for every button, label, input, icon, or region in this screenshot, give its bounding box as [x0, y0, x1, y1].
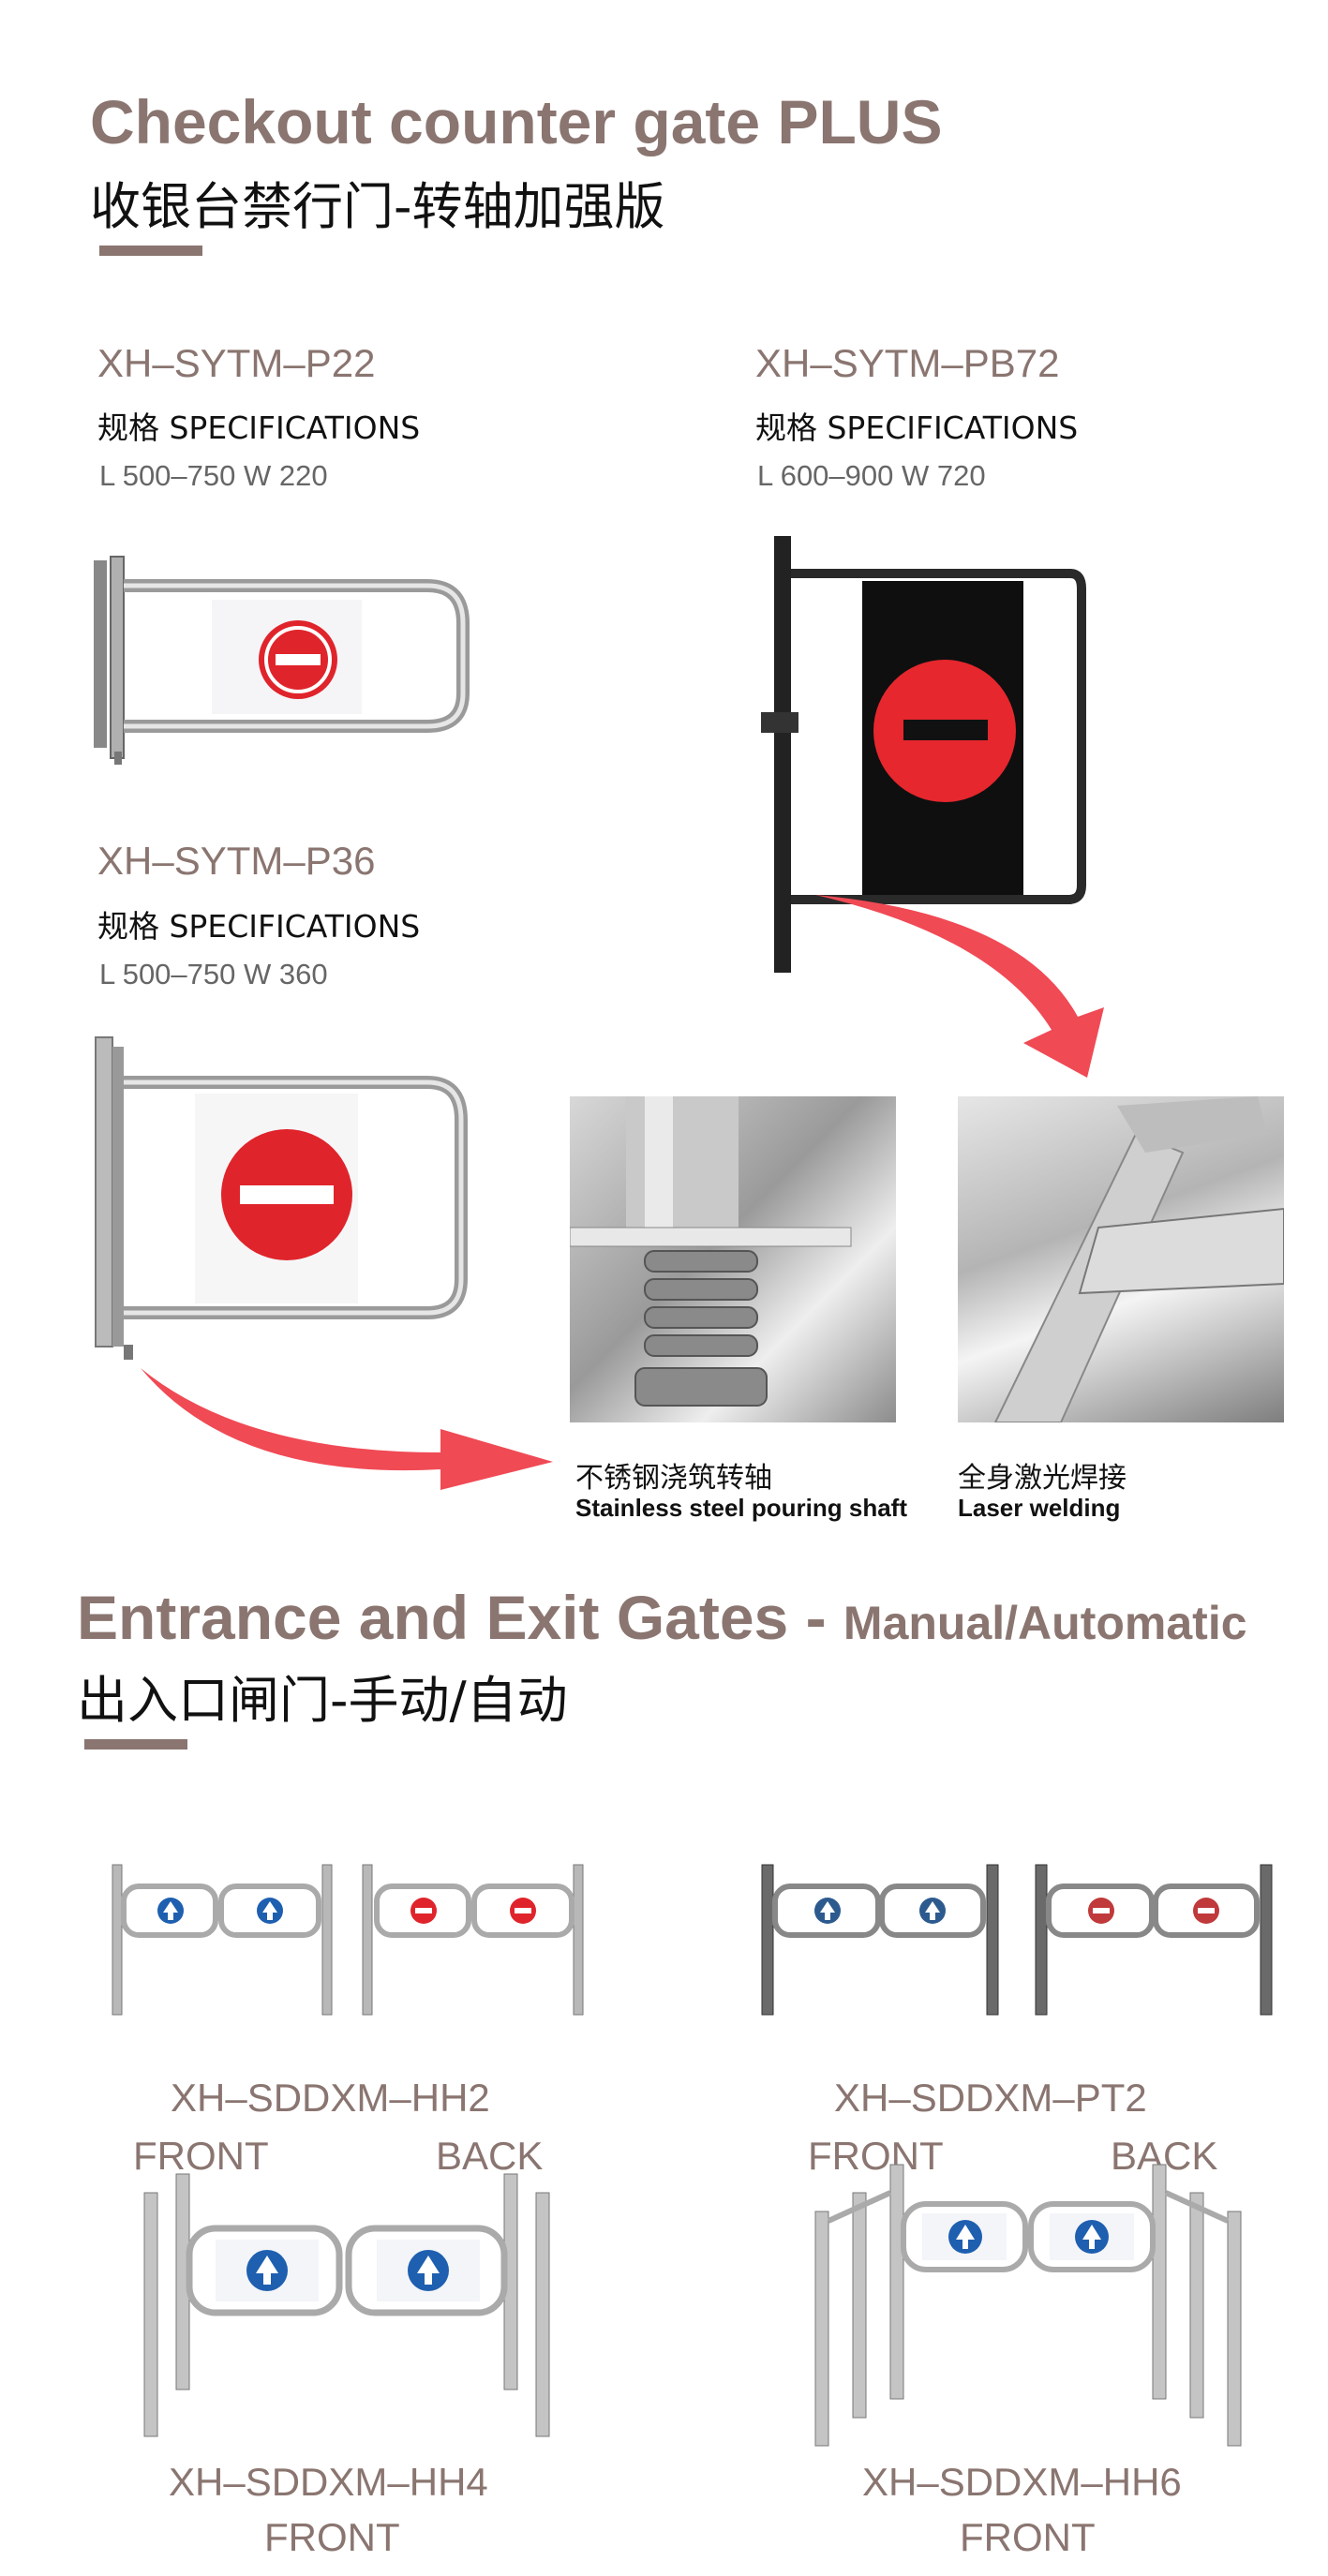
gate-label-front: FRONT: [808, 2134, 944, 2178]
no-entry-sign-icon: [410, 1898, 437, 1924]
gate-image-p36: [90, 1035, 474, 1363]
up-arrow-sign-icon: [157, 1898, 184, 1924]
detail-caption-cn: 全身激光焊接: [958, 1462, 1127, 1495]
product-spec-label: 规格 SPECIFICATIONS: [755, 409, 1079, 446]
gate-image-pb72: [761, 534, 1089, 975]
no-entry-sign-icon: [1088, 1898, 1114, 1924]
no-entry-sign-icon: [259, 620, 337, 699]
up-arrow-sign-icon: [257, 1898, 283, 1924]
section2-title-cn: 出入口闸门-手动/自动: [77, 1671, 568, 1730]
up-arrow-sign-icon: [246, 2250, 288, 2291]
gate-model: XH–SDDXM–HH6: [862, 2460, 1182, 2504]
gate-model: XH–SDDXM–PT2: [834, 2076, 1147, 2120]
detail-caption-en: Stainless steel pouring shaft: [575, 1494, 907, 1522]
no-entry-sign-icon: [510, 1898, 536, 1924]
gate-label-front: FRONT: [133, 2134, 269, 2178]
up-arrow-sign-icon: [814, 1898, 841, 1924]
detail-photo-weld: [958, 1096, 1284, 1422]
detail-caption-cn: 不锈钢浇筑转轴: [575, 1462, 772, 1495]
product-dims: L 500–750 W 360: [99, 958, 328, 990]
no-entry-sign-icon: [221, 1129, 352, 1260]
product-spec-label: 规格 SPECIFICATIONS: [97, 908, 421, 945]
detail-photo-shaft: [570, 1096, 896, 1422]
gate-model: XH–SDDXM–HH4: [169, 2460, 488, 2504]
product-model: XH–SYTM–PB72: [755, 341, 1060, 385]
section1-title-cn: 收银台禁行门-转轴加强版: [90, 177, 665, 236]
no-entry-sign-icon: [1193, 1898, 1219, 1924]
gate-image-p22: [90, 553, 474, 768]
up-arrow-sign-icon: [408, 2250, 449, 2291]
section1-title: Checkout counter gate PLUS: [90, 87, 943, 156]
section2-title: Entrance and Exit Gates - Manual/Automat…: [77, 1583, 1247, 1652]
up-arrow-sign-icon: [919, 1898, 946, 1924]
up-arrow-sign-icon: [1075, 2220, 1109, 2254]
up-arrow-sign-icon: [948, 2220, 982, 2254]
gate-label-front: FRONT: [960, 2515, 1096, 2559]
product-model: XH–SYTM–P36: [97, 839, 376, 883]
curved-arrow-icon: [131, 1349, 572, 1490]
product-dims: L 500–750 W 220: [99, 459, 328, 492]
detail-caption-en: Laser welding: [958, 1494, 1121, 1522]
gate-image-hh6: [797, 2155, 1265, 2455]
curved-arrow-icon: [806, 876, 1143, 1082]
gate-label-back: BACK: [436, 2134, 544, 2178]
gate-label-front: FRONT: [264, 2515, 400, 2559]
product-spec-label: 规格 SPECIFICATIONS: [97, 409, 421, 446]
gate-image-hh4: [131, 2165, 562, 2446]
gate-image-pt2: [754, 1860, 1279, 2029]
product-dims: L 600–900 W 720: [757, 459, 986, 492]
product-model: XH–SYTM–P22: [97, 341, 376, 385]
gate-image-hh2: [105, 1860, 592, 2029]
section2-divider: [84, 1739, 187, 1750]
no-entry-sign-icon: [873, 660, 1016, 802]
gate-model: XH–SDDXM–HH2: [171, 2076, 490, 2120]
section1-divider: [99, 246, 202, 256]
